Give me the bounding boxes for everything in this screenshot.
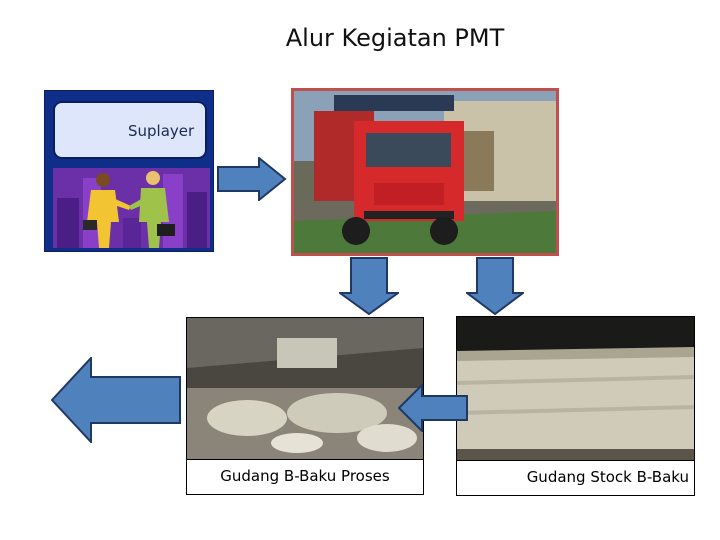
arrow-left-icon	[398, 384, 468, 432]
arrow-down-icon	[466, 257, 524, 315]
delivery-truck-icon	[294, 91, 556, 253]
warehouse-stock-caption: Gudang Stock B-Baku	[457, 460, 694, 495]
warehouse-process-photo: Gudang B-Baku Proses	[186, 317, 424, 495]
arrow-right-icon	[217, 157, 287, 201]
stacked-sacks-icon	[457, 317, 694, 461]
warehouse-process-caption: Gudang B-Baku Proses	[187, 459, 423, 494]
warehouse-stock-photo: Gudang Stock B-Baku	[456, 316, 695, 496]
supplier-label-box	[53, 101, 207, 159]
supplier-label: Suplayer	[128, 122, 195, 140]
arrow-down-icon	[339, 257, 399, 315]
truck-photo	[291, 88, 559, 256]
business-handshake-icon	[53, 168, 210, 248]
warehouse-interior-icon	[187, 318, 423, 460]
page-title: Alur Kegiatan PMT	[285, 24, 505, 52]
arrow-left-icon	[51, 357, 181, 443]
